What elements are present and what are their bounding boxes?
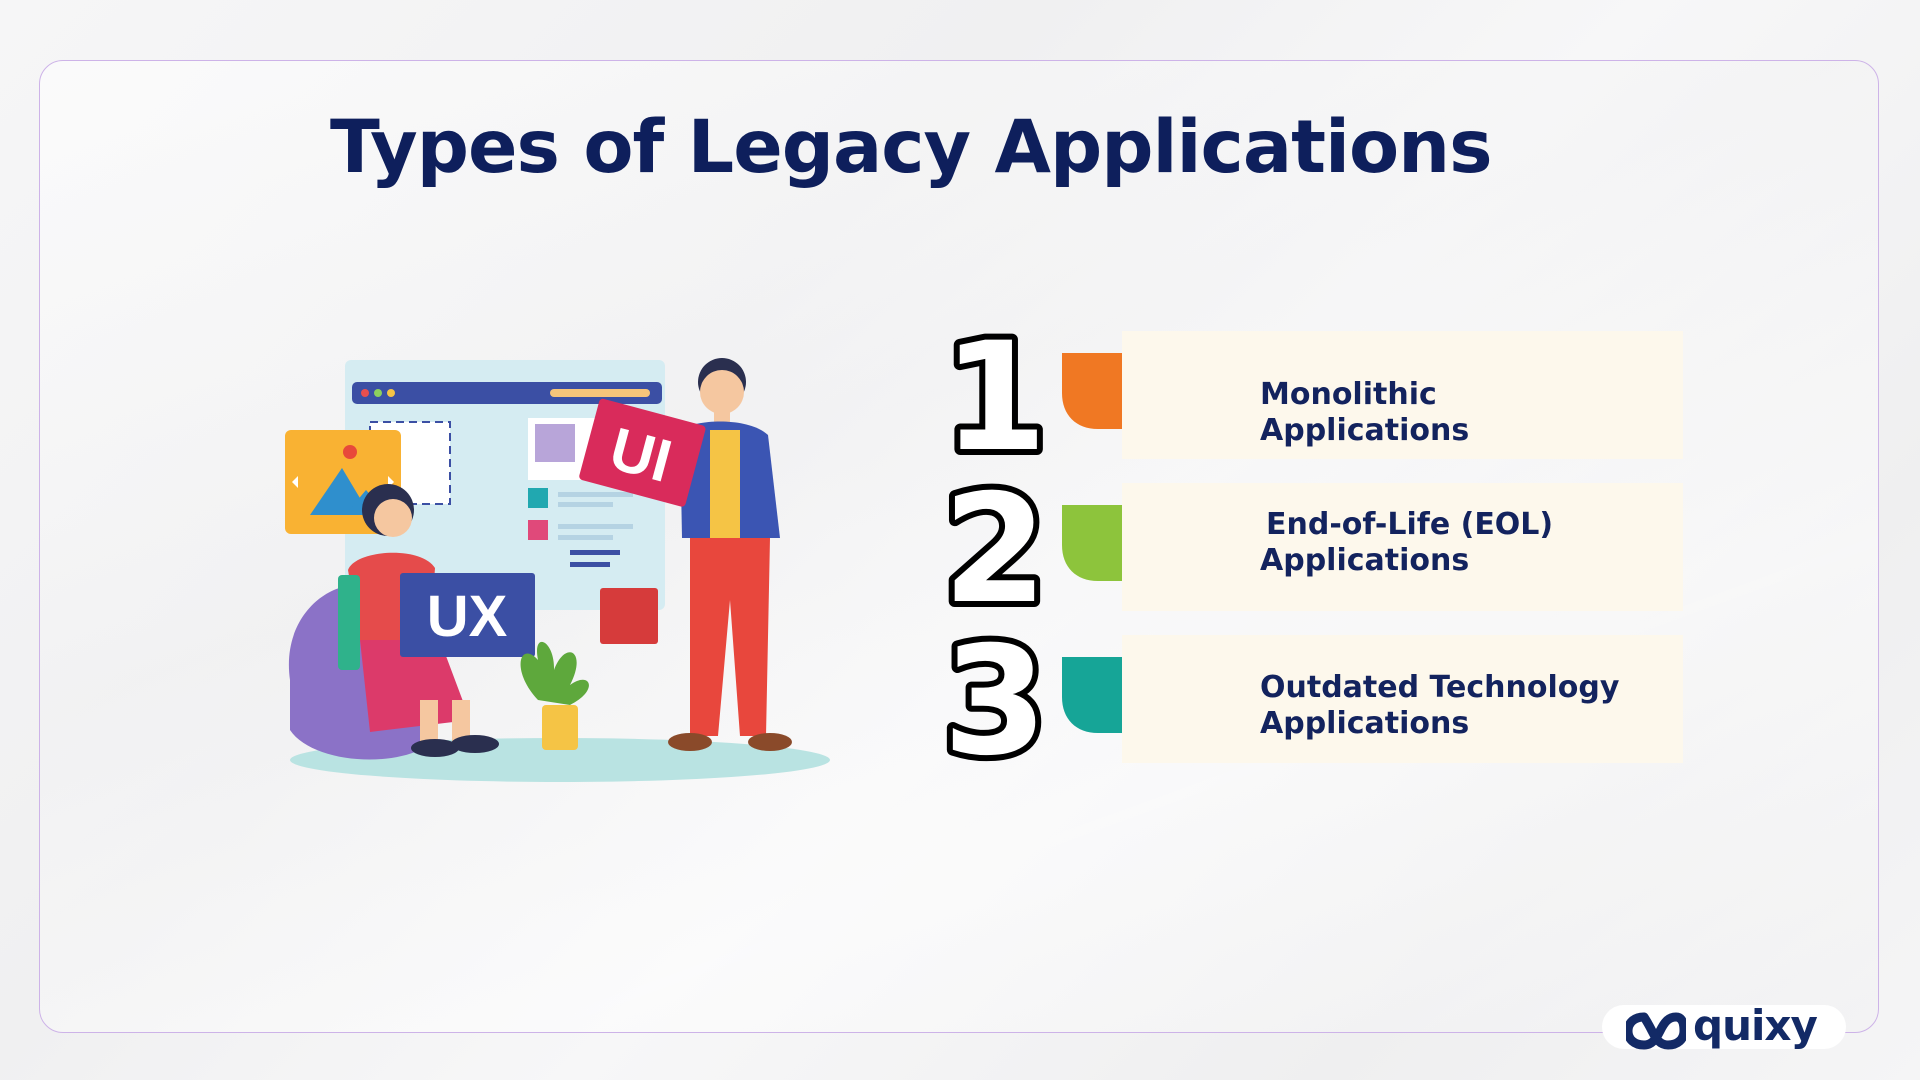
- ux-label: UX: [427, 584, 508, 649]
- quixy-infinity-icon: [1626, 1012, 1686, 1050]
- step-3-card: [1122, 635, 1683, 763]
- red-card-graphic: [600, 588, 658, 644]
- step-2: 2 End-of-Life (EOL) Applications: [930, 471, 1690, 621]
- quixy-logo: quixy: [1602, 1001, 1846, 1050]
- number-2-badge: 2: [937, 471, 1053, 621]
- ux-sign-graphic: UX: [400, 573, 535, 657]
- step-1-number: 1: [943, 319, 1047, 469]
- step-1-label: Monolithic Applications: [1260, 377, 1680, 449]
- step-2-label: End-of-Life (EOL) Applications: [1260, 507, 1680, 579]
- step-3-number: 3: [943, 623, 1047, 773]
- potted-plant-graphic: [520, 641, 589, 750]
- step-3-label-line1: Outdated Technology: [1260, 670, 1620, 705]
- step-2-label-line2: Applications: [1260, 543, 1470, 578]
- number-3-badge: 3: [937, 623, 1053, 773]
- step-1-label-line2: Applications: [1260, 413, 1470, 448]
- slide-title: Types of Legacy Applications: [330, 105, 1493, 190]
- step-2-number: 2: [943, 471, 1047, 621]
- step-1: 1 Monolithic Applications: [930, 319, 1690, 469]
- step-1-card: [1122, 331, 1683, 459]
- step-2-card: [1122, 483, 1683, 611]
- quixy-wordmark: quixy: [1693, 1001, 1818, 1050]
- step-3-label-line2: Applications: [1260, 706, 1470, 741]
- number-1-badge: 1: [937, 319, 1053, 469]
- step-2-label-line1: End-of-Life (EOL): [1266, 507, 1554, 542]
- step-3-label: Outdated Technology Applications: [1260, 670, 1680, 742]
- man-designer-figure: [668, 358, 792, 751]
- ux-ui-designers-illustration: UX UI: [285, 358, 830, 782]
- ui-sign-graphic: UI: [579, 398, 706, 507]
- step-1-label-line1: Monolithic: [1260, 377, 1437, 412]
- step-3: 3 Outdated Technology Applications: [930, 623, 1690, 773]
